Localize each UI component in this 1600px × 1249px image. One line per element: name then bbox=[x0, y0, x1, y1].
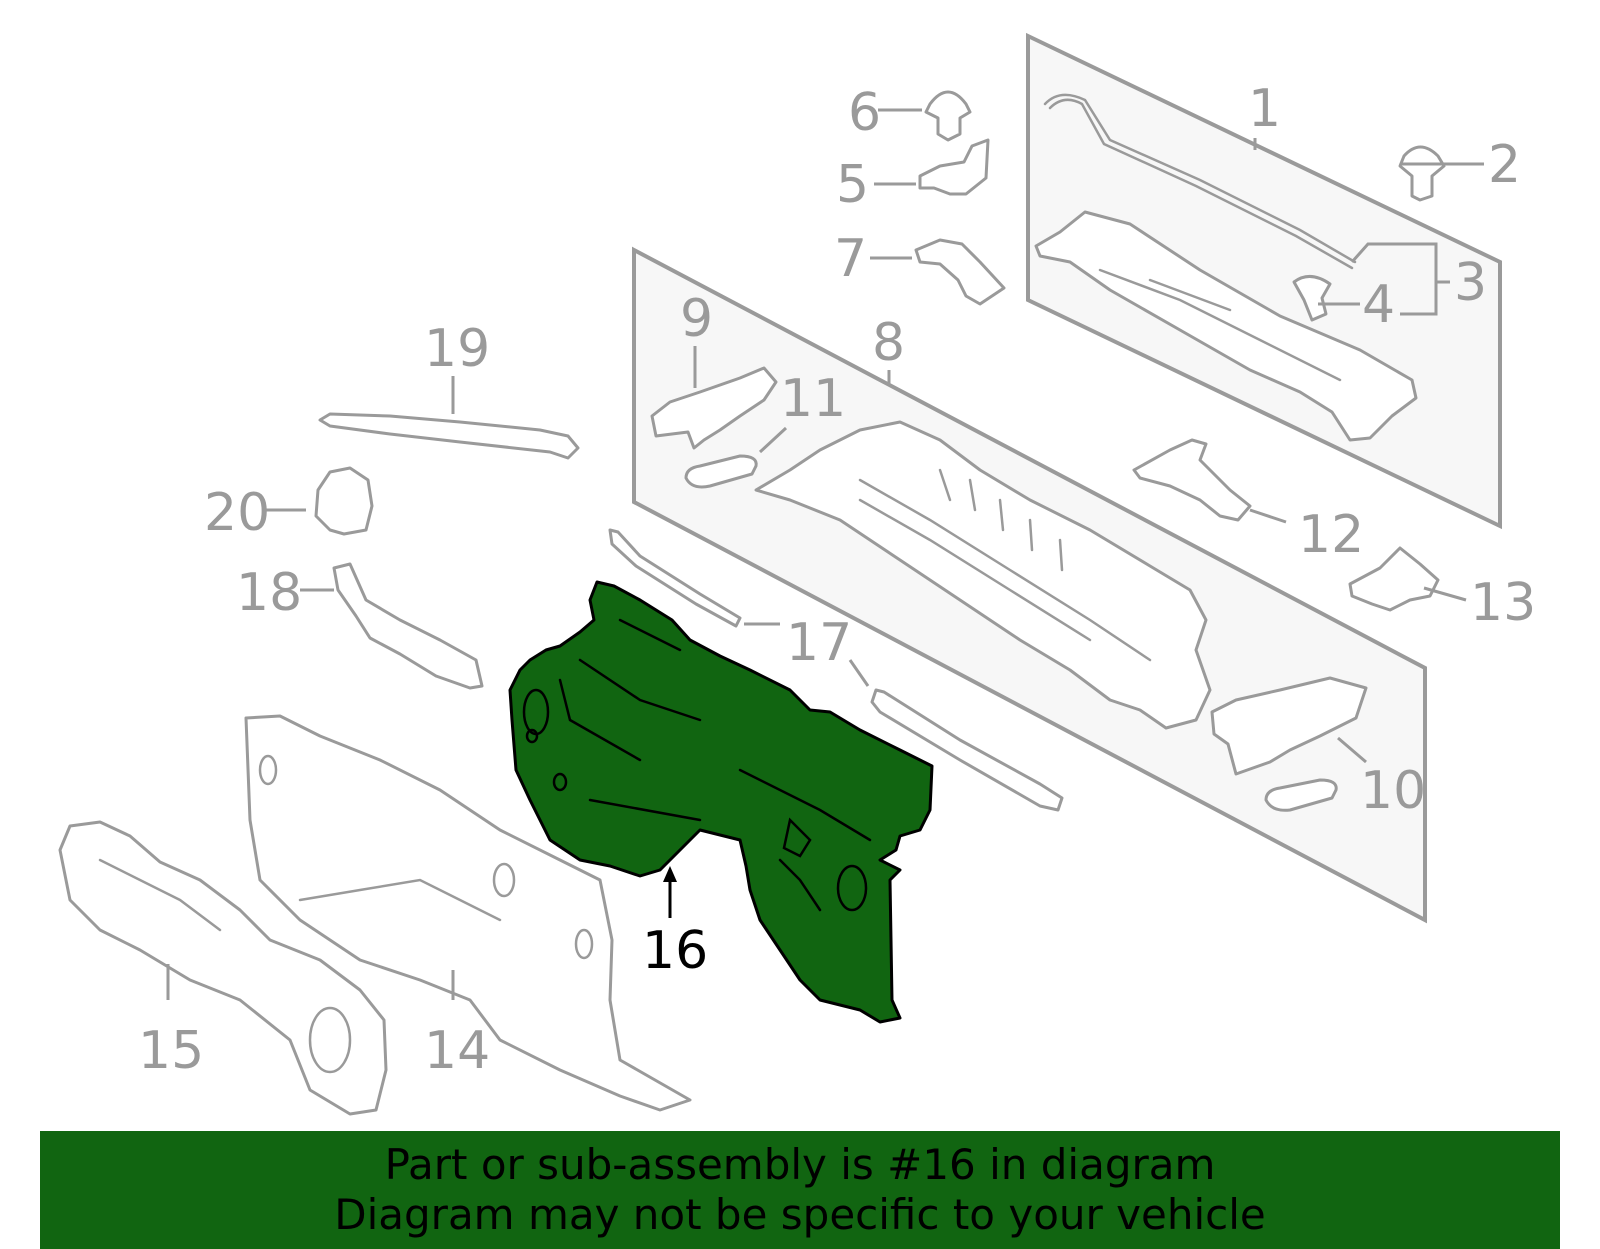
callout-9: 9 bbox=[680, 289, 713, 349]
part-17-seal-strips[interactable] bbox=[608, 528, 1064, 812]
part-7-bracket[interactable] bbox=[914, 238, 1006, 306]
callout-7: 7 bbox=[834, 229, 867, 289]
part-19-brace[interactable] bbox=[318, 412, 580, 460]
callout-20: 20 bbox=[204, 483, 270, 543]
banner-line-part-number: Part or sub-assembly is #16 in diagram bbox=[384, 1140, 1216, 1189]
callout-1: 1 bbox=[1248, 79, 1281, 139]
part-1-cowl-panel[interactable] bbox=[1034, 93, 1418, 442]
part-18-bracket[interactable] bbox=[332, 562, 484, 690]
callout-numbers: 1 2 3 4 5 6 7 8 9 10 11 12 13 14 15 16 1… bbox=[138, 79, 1536, 1081]
callout-12: 12 bbox=[1298, 505, 1364, 565]
banner-line-disclaimer: Diagram may not be specific to your vehi… bbox=[334, 1190, 1266, 1239]
callout-11: 11 bbox=[780, 369, 846, 429]
callout-15: 15 bbox=[138, 1021, 204, 1081]
part-5-bracket[interactable] bbox=[918, 138, 990, 196]
part-14-lower-dash[interactable] bbox=[244, 714, 692, 1112]
callout-14: 14 bbox=[424, 1021, 490, 1081]
part-10-bracket[interactable] bbox=[1210, 676, 1368, 812]
callout-17: 17 bbox=[786, 613, 852, 673]
part-8-upper-dash[interactable] bbox=[754, 420, 1212, 730]
part-6-clip[interactable] bbox=[924, 90, 972, 142]
part-20-mount[interactable] bbox=[314, 466, 374, 536]
part-16-dash-silencer-highlighted[interactable] bbox=[508, 580, 934, 1024]
callout-16: 16 bbox=[642, 921, 708, 981]
part-9-bracket[interactable] bbox=[650, 366, 778, 450]
callout-6: 6 bbox=[848, 83, 881, 143]
callout-5: 5 bbox=[836, 155, 869, 215]
part-13-bracket[interactable] bbox=[1348, 546, 1440, 612]
callout-19: 19 bbox=[424, 319, 490, 379]
callout-4: 4 bbox=[1362, 275, 1395, 335]
part-15-dash-insulator[interactable] bbox=[58, 820, 388, 1116]
callout-10: 10 bbox=[1360, 761, 1426, 821]
callout-13: 13 bbox=[1470, 573, 1536, 633]
callout-18: 18 bbox=[236, 563, 302, 623]
callout-8: 8 bbox=[872, 313, 905, 373]
callout-2: 2 bbox=[1488, 135, 1521, 195]
part-11-plate[interactable] bbox=[684, 454, 758, 489]
part-12-bracket[interactable] bbox=[1132, 438, 1252, 522]
leader-lines bbox=[166, 108, 1484, 1000]
part-4-grommet[interactable] bbox=[1292, 275, 1332, 322]
callout-3: 3 bbox=[1454, 253, 1487, 313]
info-banner: Part or sub-assembly is #16 in diagram D… bbox=[40, 1131, 1560, 1249]
part-2-clip[interactable] bbox=[1398, 145, 1446, 202]
